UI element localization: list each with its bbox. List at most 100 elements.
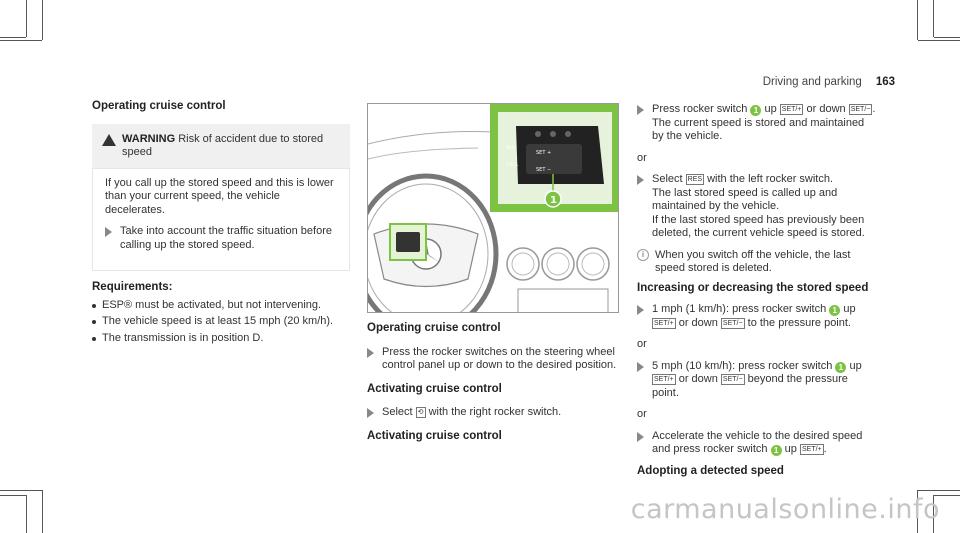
info-icon: i (637, 248, 649, 261)
bullet-icon (92, 336, 96, 341)
info-note: i When you switch off the vehicle, the l… (637, 248, 877, 276)
crop-mark (934, 495, 960, 496)
step-text: up (764, 103, 777, 115)
warning-body: If you call up the stored speed and this… (92, 167, 350, 271)
inset-label-set-plus: SET + (536, 150, 551, 156)
step-text: Accelerate the vehicle to the desired sp… (652, 429, 863, 456)
set-minus-icon: SET/− (720, 374, 745, 385)
instruction-step: 5 mph (10 km/h): press rocker switch 1 u… (637, 360, 877, 401)
step-text: . (872, 103, 876, 115)
warning-step: Take into account the traffic situation … (105, 225, 337, 252)
callout-1-icon: 1 (835, 361, 847, 373)
crop-mark (933, 0, 934, 37)
set-plus-icon: SET/+ (779, 104, 804, 115)
warning-subtitle: Risk of accident due to stored speed (122, 132, 324, 159)
section-heading: Increasing or decreasing the stored spee… (637, 281, 869, 294)
bullet-icon (92, 303, 96, 308)
or-separator: or (637, 408, 647, 420)
step-text: Press the rocker switches on the steerin… (382, 345, 617, 372)
crop-mark (933, 495, 934, 533)
step-arrow-icon (367, 408, 374, 418)
header-section: Driving and parking (762, 76, 862, 88)
step-text: or down (678, 373, 718, 385)
crop-mark (0, 40, 42, 41)
step-result: The current speed is stored and maintain… (652, 116, 865, 143)
step-result: If the last stored speed has previously … (652, 213, 865, 240)
step-arrow-icon (105, 227, 112, 237)
crop-mark (917, 490, 918, 533)
step-text: or down (806, 103, 846, 115)
warning-text: If you call up the stored speed and this… (105, 176, 334, 216)
bullet-icon (92, 320, 96, 324)
requirements-heading: Requirements: (92, 281, 173, 293)
warning-title: WARNING (122, 132, 176, 145)
set-plus-icon: SET/+ (652, 374, 676, 385)
crop-mark (918, 490, 960, 491)
crop-mark (42, 0, 43, 40)
crop-mark (934, 37, 960, 38)
step-text: up (849, 359, 862, 372)
instruction-step: Press the rocker switches on the steerin… (367, 346, 622, 373)
crop-mark (0, 37, 26, 38)
section-heading: Activating cruise control (367, 382, 502, 395)
info-text: When you switch off the vehicle, the las… (655, 248, 851, 275)
list-item: The vehicle speed is at least 15 mph (20… (92, 315, 350, 329)
step-arrow-icon (637, 305, 644, 315)
resume-icon: RES (685, 174, 705, 185)
step-text: up (843, 303, 856, 315)
instruction-step: 1 mph (1 km/h): press rocker switch 1 up… (637, 303, 877, 330)
instruction-step: Select ⟲ with the right rocker switch. (367, 406, 622, 420)
set-plus-icon: SET/+ (799, 444, 824, 455)
section-heading: Operating cruise control (367, 322, 501, 334)
step-text: with the right rocker switch. (428, 406, 562, 418)
section-heading: Adopting a detected speed (637, 464, 784, 477)
crop-mark (918, 40, 960, 41)
callout-1-icon: 1 (770, 445, 782, 456)
callout-1-icon: 1 (829, 305, 841, 316)
steering-wheel-illustration: SET + SET − RES CNCL 1 (368, 104, 618, 312)
column-left: Operating cruise control WARNING Risk of… (92, 100, 350, 348)
crop-mark (42, 490, 43, 533)
column-middle: Operating cruise control Press the rocke… (367, 322, 622, 453)
step-text: . (823, 443, 827, 455)
warning-icon (102, 133, 116, 146)
set-minus-icon: SET/− (720, 317, 745, 329)
callout-1-icon: 1 (750, 105, 762, 116)
step-text: 5 mph (10 km/h): press rocker switch (652, 359, 833, 372)
requirements-list: ESP® must be activated, but not interven… (92, 299, 350, 346)
section-heading: Activating cruise control (367, 429, 502, 442)
step-text: beyond the pressure point. (652, 373, 848, 399)
list-item-text: The vehicle speed is at least 15 mph (20… (102, 315, 334, 327)
section-heading: Operating cruise control (92, 100, 226, 112)
crop-mark (917, 0, 918, 40)
cruise-control-icon: ⟲ (415, 407, 426, 418)
column-right: Press rocker switch 1 up SET/+ or down S… (637, 103, 877, 488)
set-plus-icon: SET/+ (652, 317, 676, 329)
step-text: Take into account the traffic situation … (120, 225, 332, 251)
list-item-text: ESP® must be activated, but not interven… (102, 298, 322, 311)
list-item: ESP® must be activated, but not interven… (92, 299, 350, 313)
inset-label-set-minus: SET − (536, 167, 551, 173)
set-minus-icon: SET/− (848, 104, 873, 115)
crop-mark (26, 0, 27, 37)
figure-callout-number: 1 (550, 195, 557, 206)
step-text: Select (382, 406, 413, 418)
list-item: The transmission is in position D. (92, 332, 350, 346)
step-arrow-icon (637, 105, 644, 115)
crop-mark (26, 495, 27, 533)
step-text: with the left rocker switch. (707, 173, 834, 185)
or-separator: or (637, 151, 647, 164)
step-text: or down (678, 316, 718, 329)
running-header: Driving and parking 163 (763, 76, 895, 88)
step-text: Press rocker switch (652, 103, 748, 115)
step-text: to the pressure point. (747, 316, 851, 329)
or-separator: or (637, 338, 647, 350)
instruction-step: Press rocker switch 1 up SET/+ or down S… (637, 103, 877, 144)
crop-mark (0, 495, 26, 496)
step-text: up (784, 443, 797, 455)
step-arrow-icon (367, 347, 374, 358)
step-result: The last stored speed is called up and m… (652, 186, 838, 213)
instruction-step: Accelerate the vehicle to the desired sp… (637, 430, 877, 457)
crop-mark (0, 490, 42, 491)
step-arrow-icon (637, 431, 644, 442)
